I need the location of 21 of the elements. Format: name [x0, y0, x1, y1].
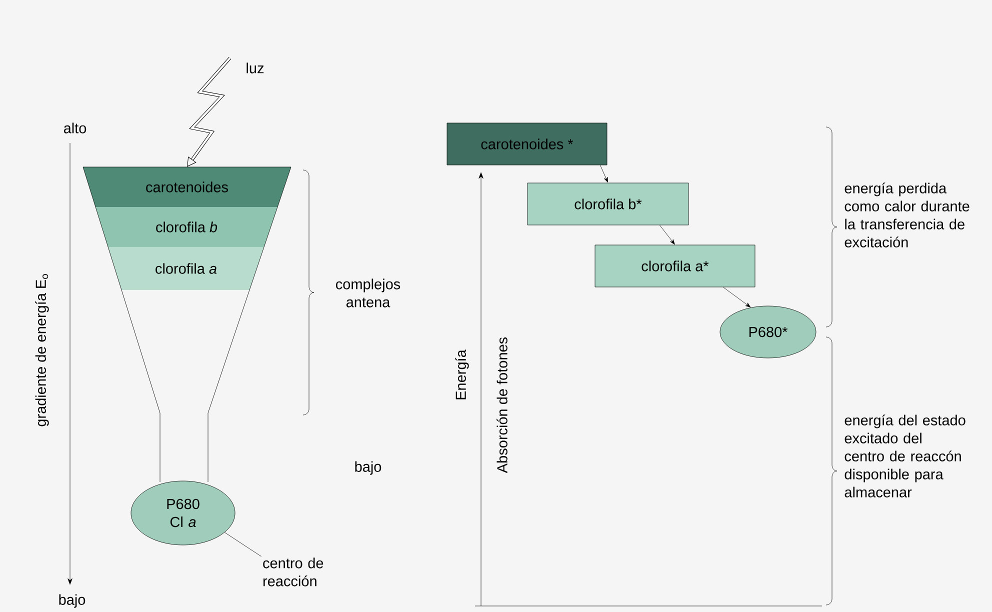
- axis-title: Absorción de fotones: [496, 337, 508, 474]
- axis-label: alto: [64, 122, 86, 134]
- funnel-band: carotenoides: [83, 167, 291, 207]
- arrow: [600, 165, 608, 182]
- funnel-band: clorofila b: [96, 207, 278, 247]
- axis-label: bajo: [59, 594, 86, 608]
- energy-level-box: clorofila b*: [527, 182, 689, 226]
- lightning-arrow: [187, 57, 232, 167]
- axis-label: bajo: [355, 461, 382, 475]
- lightning-label: luz: [246, 62, 264, 74]
- leader-line: [224, 532, 262, 557]
- arrow: [660, 225, 675, 245]
- energy-level-box: carotenoides *: [446, 122, 608, 166]
- axis-title: Energía: [455, 350, 469, 400]
- brace-label: energía perdida como calor durante la transferencia de excitación: [844, 182, 970, 248]
- arrow: [723, 287, 751, 308]
- axis-title: gradiente de energía E$_{o}$: [35, 274, 49, 426]
- brace-label: complejos antena: [336, 278, 400, 308]
- brace-label: energía del estado excitado del centro de reaccón disponible para almacenar: [844, 414, 966, 498]
- energy-level-box: clorofila a*: [594, 244, 756, 288]
- callout-text: centro de reacción: [263, 558, 324, 586]
